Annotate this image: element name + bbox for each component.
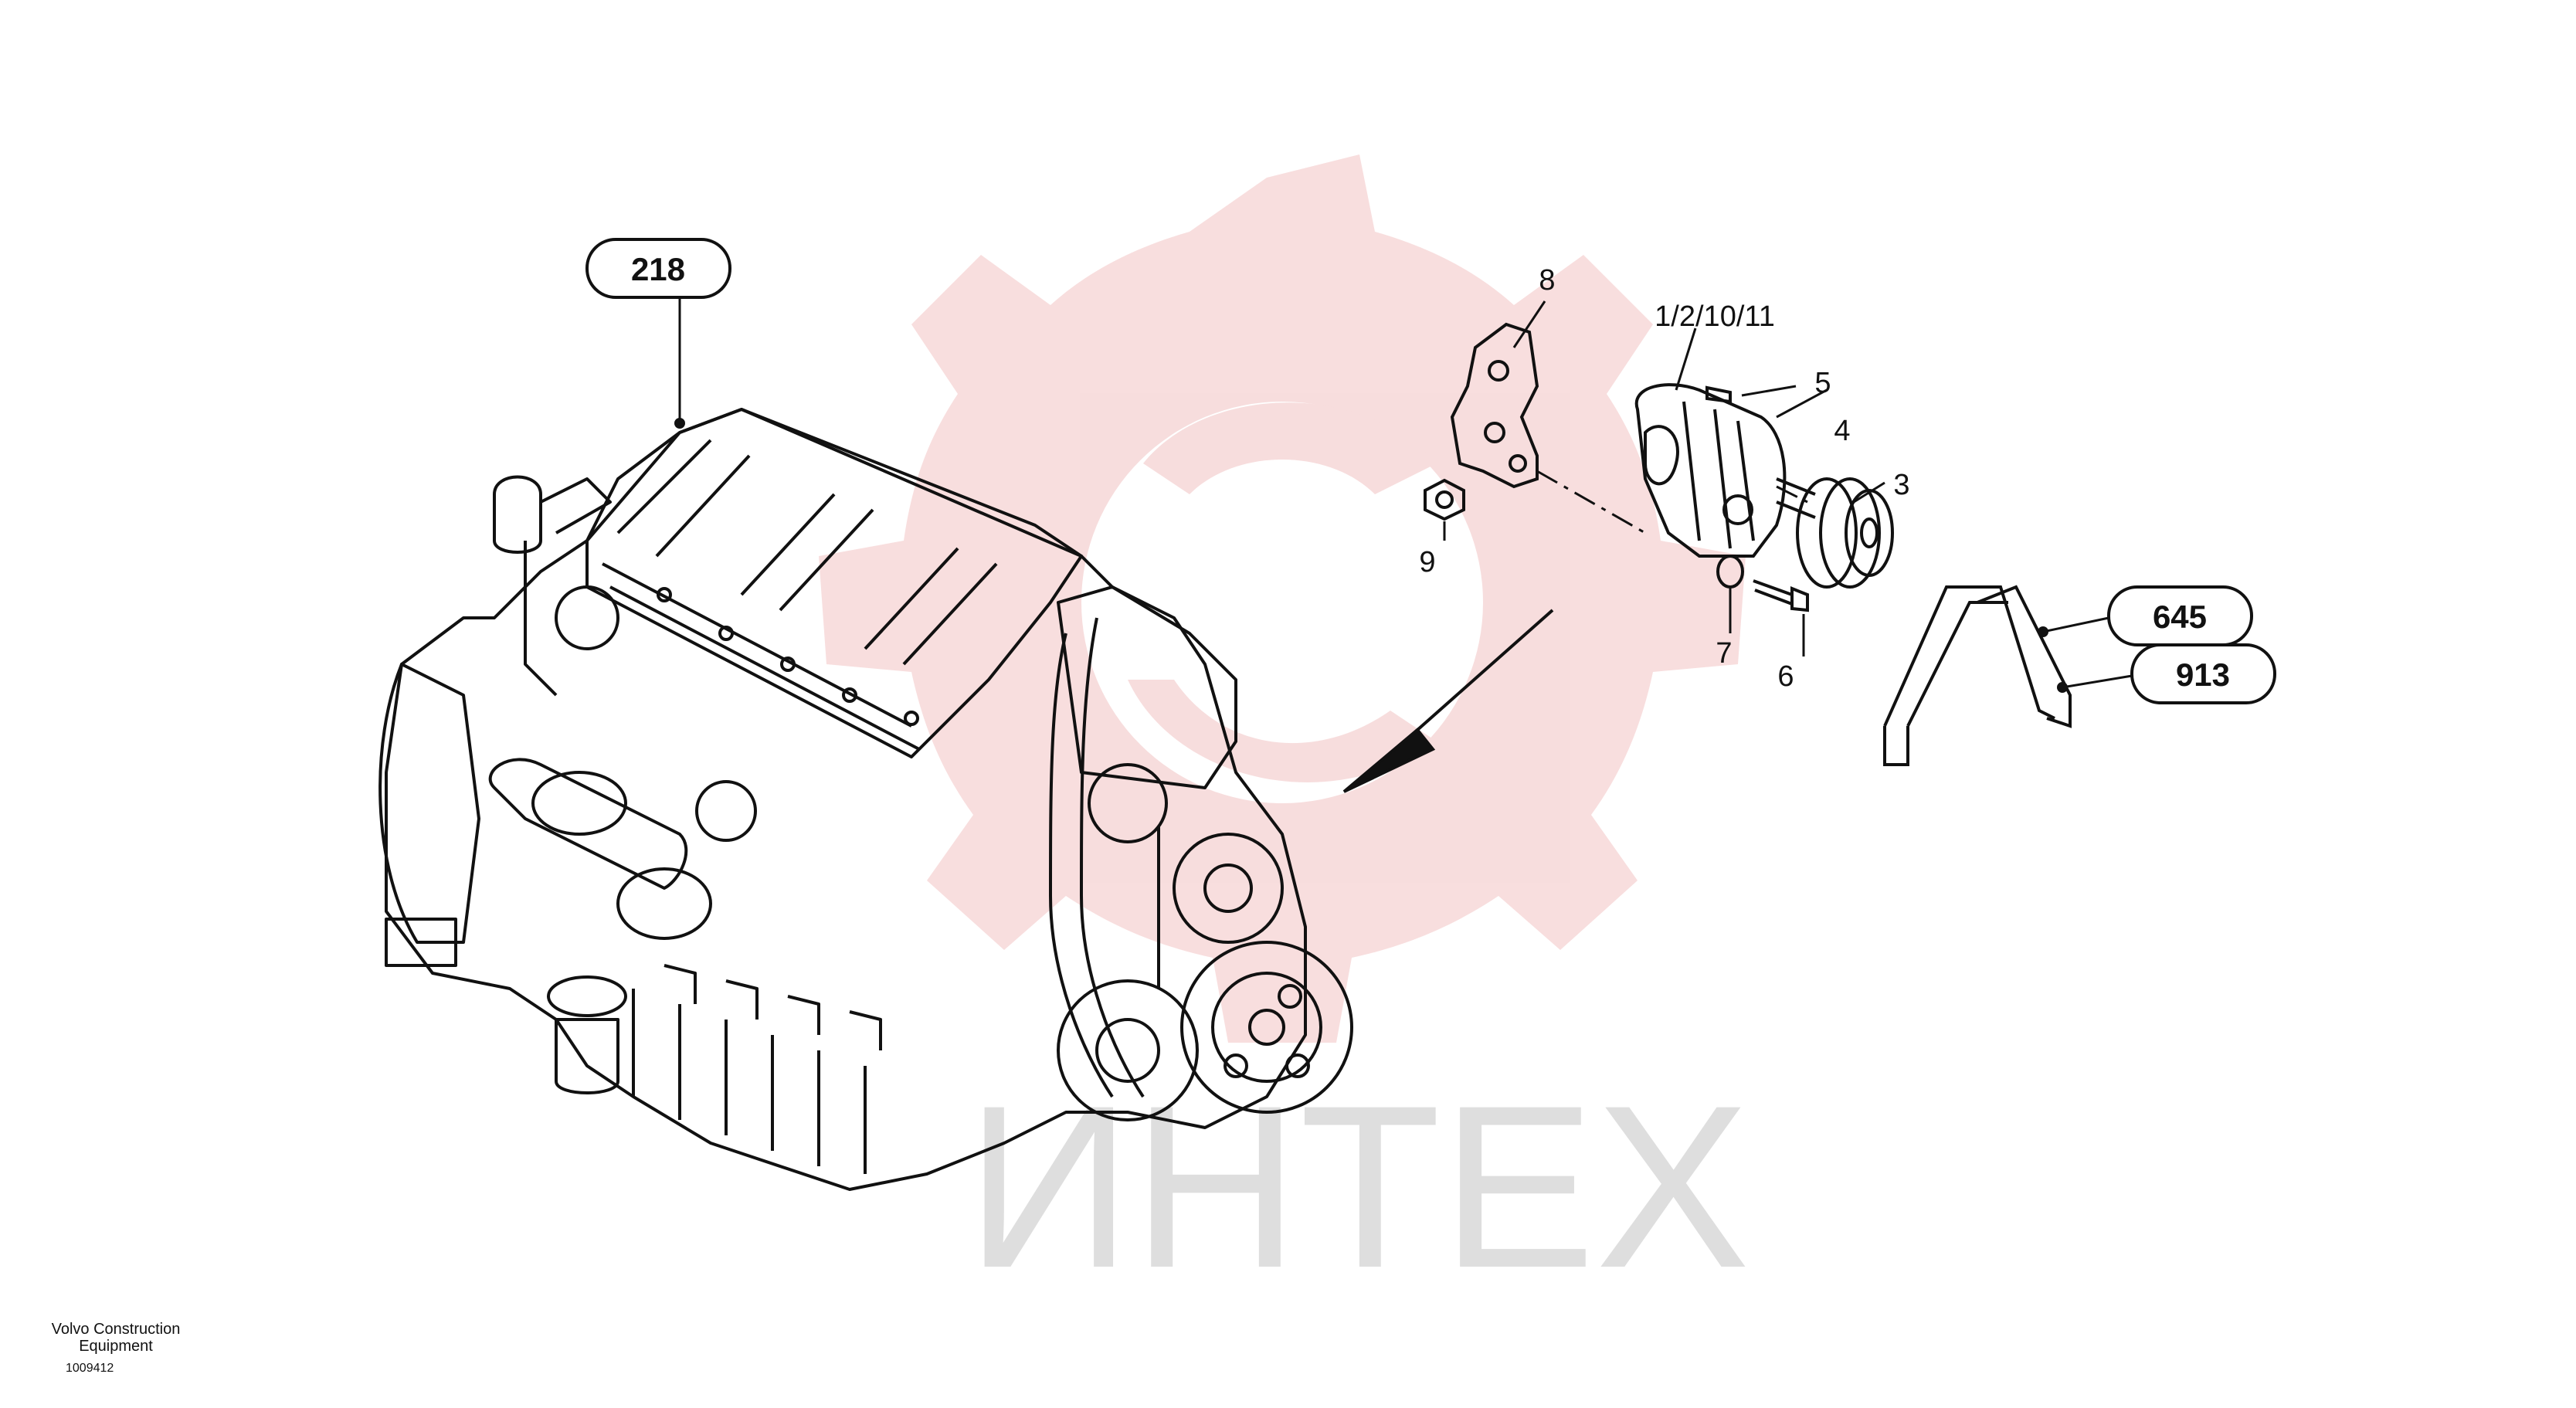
badge-913[interactable]: 913 [2130,643,2276,704]
alternator-bracket [1450,322,1539,489]
badge-645-label: 645 [2153,599,2207,635]
callout-1-2-10-11[interactable]: 1/2/10/11 [1655,300,1775,333]
engine-illustration [378,408,1353,1191]
leader-lines [678,293,2133,689]
watermark-text: ИНТЕХ [966,1057,1750,1316]
assembly-arrow [1342,609,1554,793]
callout-4[interactable]: 4 [1834,415,1850,447]
callout-5[interactable]: 5 [1814,367,1831,399]
nut-9 [1424,478,1465,521]
brand-line-1: Volvo Construction [51,1321,181,1338]
pulley-3 [1796,477,1894,589]
mounting-axis [1536,470,1808,534]
callout-3[interactable]: 3 [1893,469,1909,501]
leader-dot-645 [2038,626,2048,637]
bolt-6 [1753,579,1809,612]
callout-6[interactable]: 6 [1777,660,1794,693]
alternator [1634,383,1816,558]
key-5 [1705,385,1732,404]
v-belts [1883,585,2072,766]
leader-dot-218 [674,418,685,429]
callout-9[interactable]: 9 [1419,546,1435,578]
badge-218[interactable]: 218 [585,238,731,299]
callout-8[interactable]: 8 [1539,264,1555,297]
leader-dot-913 [2057,682,2068,693]
badge-645[interactable]: 645 [2107,585,2253,646]
brand-footer: Volvo Construction Equipment [31,1321,201,1355]
badge-218-label: 218 [631,251,685,287]
badge-913-label: 913 [2176,657,2230,693]
brand-line-2: Equipment [79,1338,153,1355]
callout-7[interactable]: 7 [1716,637,1732,670]
document-id: 1009412 [66,1362,114,1375]
watermark-gear-icon [819,154,1746,1043]
